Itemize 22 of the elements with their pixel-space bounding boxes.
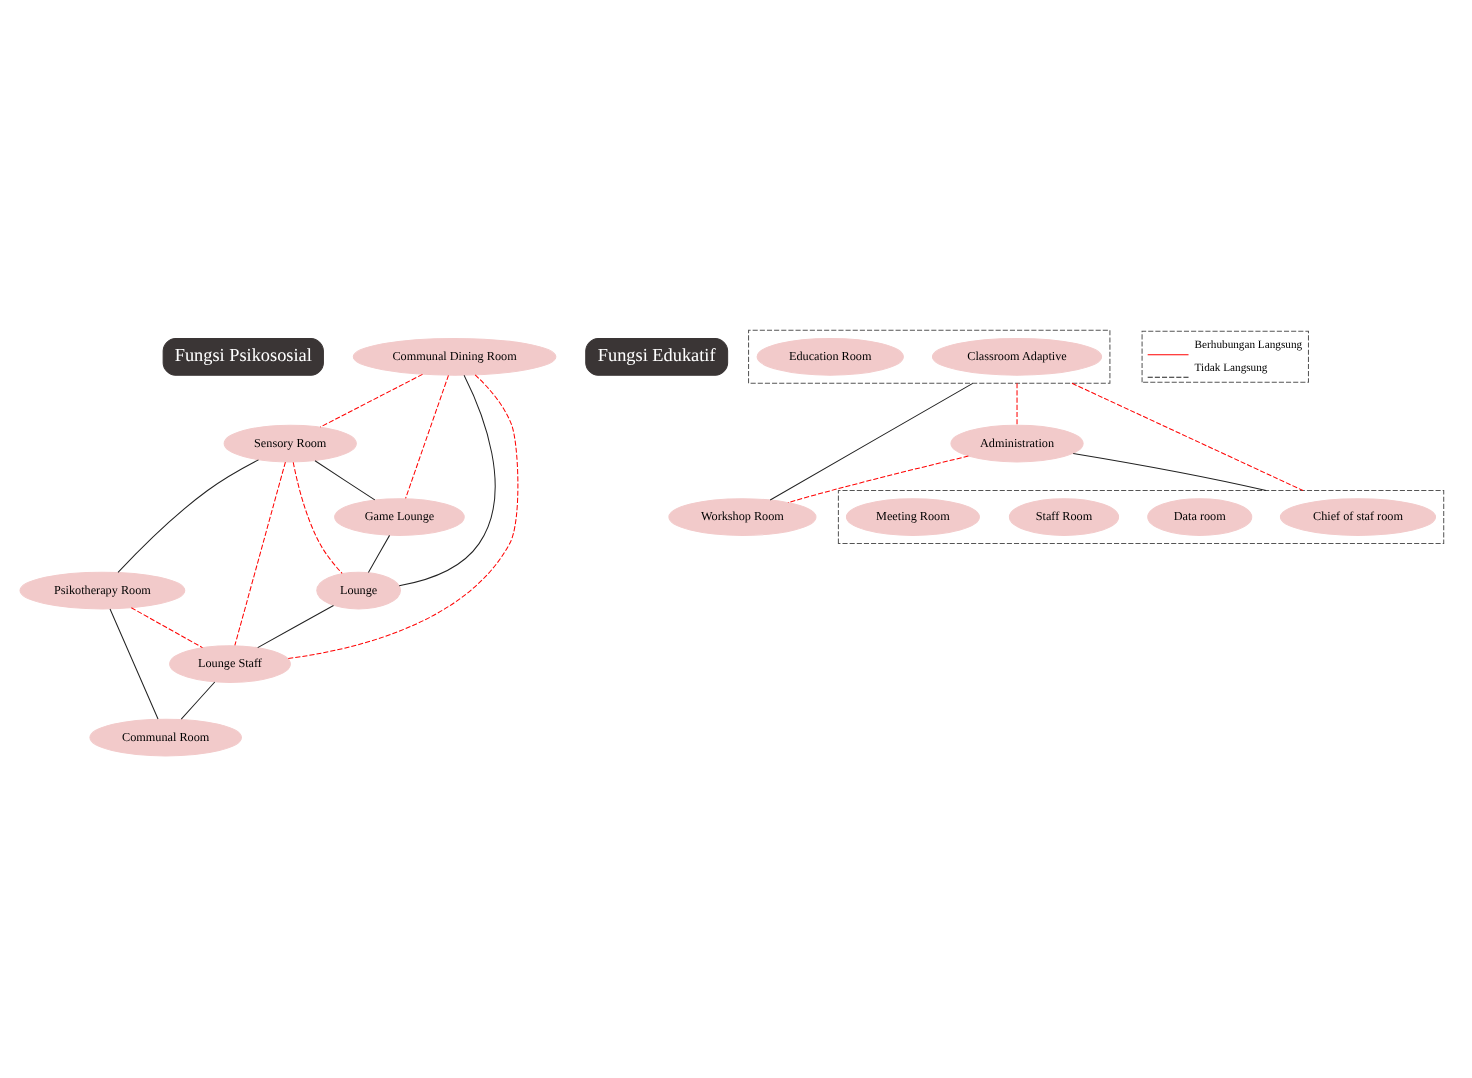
connector [787,455,969,504]
connector [180,681,216,720]
cluster [837,490,1445,545]
connector [398,374,496,587]
connector [319,373,423,428]
connector [257,605,334,649]
connector [1072,452,1267,491]
node-box: Fungsi Edukatif [585,337,729,376]
connector [367,534,391,573]
connector [287,374,519,660]
cluster [748,329,1111,384]
connector [1016,382,1018,426]
connector [292,461,343,574]
connector [769,382,974,501]
connector [314,460,376,501]
node-box: Fungsi Psikososial [162,337,324,376]
connector [130,607,203,649]
connector [1071,382,1304,491]
connector [109,608,159,720]
connector [405,374,449,499]
connector [234,461,286,646]
connector [117,459,259,573]
